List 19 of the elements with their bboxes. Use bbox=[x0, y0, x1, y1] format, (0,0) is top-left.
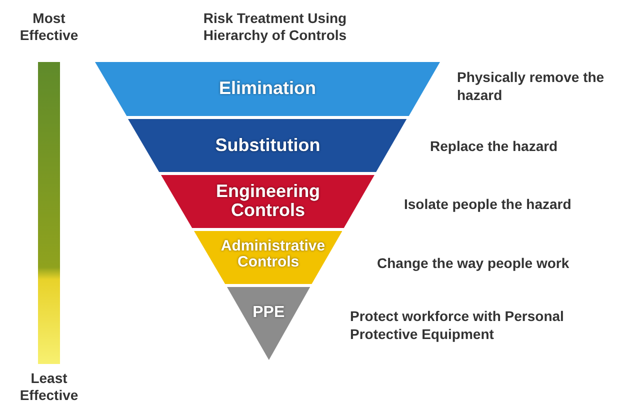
band-label: Substitution bbox=[214, 136, 322, 156]
band-label: Engineering Controls bbox=[215, 182, 322, 222]
control-band bbox=[95, 62, 440, 116]
control-band bbox=[161, 175, 375, 228]
scale-label: Most Effective bbox=[18, 10, 80, 44]
control-band bbox=[227, 287, 310, 360]
description-text: Replace the hazard bbox=[430, 137, 559, 155]
band-label: Administrative Controls bbox=[220, 238, 326, 272]
effectiveness-gradient-bar bbox=[38, 62, 60, 364]
band-label: Elimination bbox=[218, 79, 317, 99]
control-band bbox=[194, 231, 342, 284]
control-band bbox=[128, 119, 408, 172]
description-text: Isolate people the hazard bbox=[404, 195, 572, 213]
description-text: Protect workforce with Personal Protective Equipment bbox=[350, 307, 565, 343]
description-text: Physically remove the hazard bbox=[457, 68, 606, 104]
scale-label: Least Effective bbox=[18, 370, 80, 404]
description-text: Change the way people work bbox=[377, 254, 570, 272]
diagram-title: Risk Treatment Using Hierarchy of Controls bbox=[202, 10, 348, 44]
band-label: PPE bbox=[252, 304, 286, 322]
